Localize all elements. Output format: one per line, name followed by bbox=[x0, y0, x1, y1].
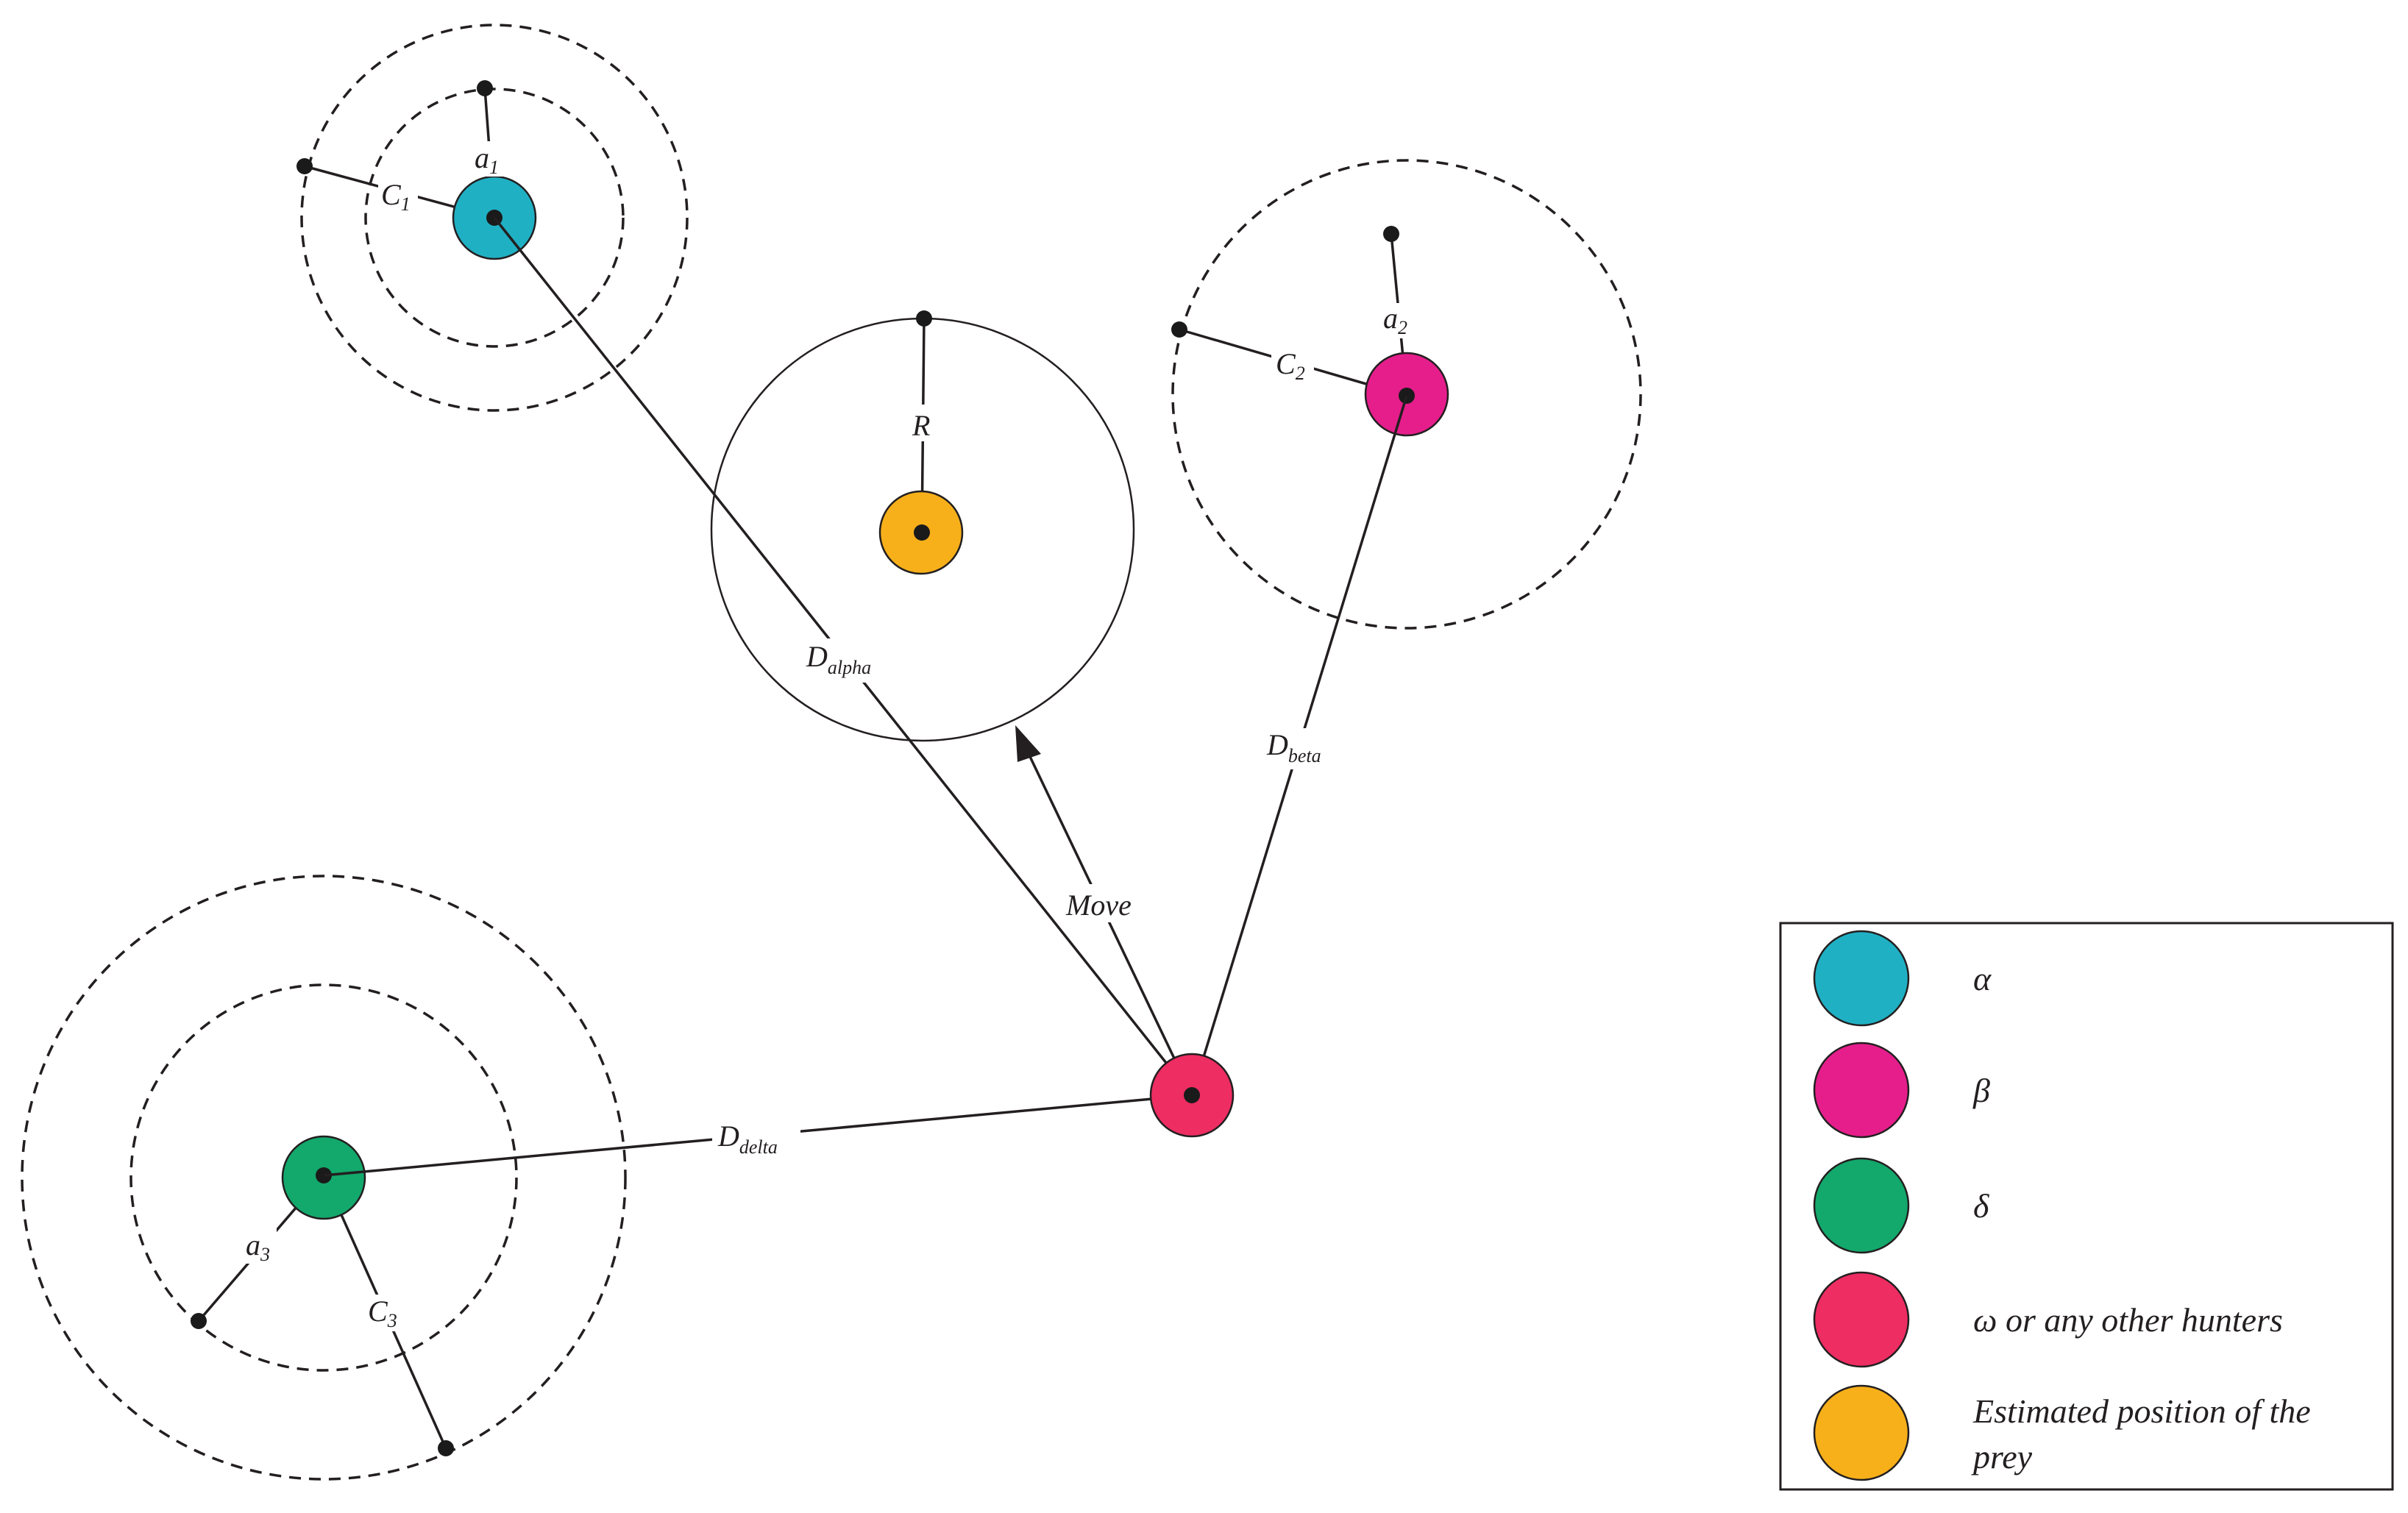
legend-swatch-alpha bbox=[1813, 930, 1910, 1027]
beta-a-label: a2 bbox=[1383, 302, 1407, 338]
legend-swatch-delta bbox=[1813, 1157, 1910, 1254]
d-beta-label-bg bbox=[1262, 728, 1345, 769]
delta-outer-ring bbox=[21, 875, 627, 1481]
beta-group: a2 C2 bbox=[1171, 159, 1642, 630]
d-alpha-label: Dalpha bbox=[806, 640, 871, 678]
beta-a-label-bg bbox=[1379, 303, 1416, 338]
move-label-bg bbox=[1059, 884, 1148, 922]
d-delta-label-bg bbox=[712, 1119, 800, 1161]
beta-c-label: C2 bbox=[1276, 347, 1305, 384]
delta-inner-ring bbox=[129, 983, 518, 1372]
d-alpha-label-bg bbox=[798, 638, 898, 683]
alpha-a-label: a1 bbox=[475, 141, 499, 178]
prey-center-dot bbox=[914, 524, 930, 541]
delta-c-endpoint bbox=[438, 1440, 454, 1456]
delta-c-label-bg bbox=[363, 1295, 406, 1331]
alpha-group: a1 C1 bbox=[296, 24, 689, 412]
beta-c-endpoint bbox=[1171, 321, 1187, 338]
prey-radius-label-bg bbox=[903, 405, 940, 441]
legend-label-delta: δ bbox=[1973, 1187, 1989, 1225]
beta-c-label-bg bbox=[1271, 347, 1314, 381]
prey-radius-endpoint bbox=[916, 310, 932, 327]
prey-radius-label: R bbox=[912, 409, 930, 442]
d-delta-label: Ddelta bbox=[717, 1119, 778, 1158]
delta-a-label: a3 bbox=[246, 1228, 270, 1265]
delta-c-label: C3 bbox=[368, 1295, 397, 1331]
legend-label-prey-line1: Estimated position of the bbox=[1972, 1392, 2311, 1430]
omega-group bbox=[1149, 1053, 1235, 1138]
beta-ring bbox=[1171, 159, 1642, 630]
distance-lines: Dalpha Dbeta Ddelta Move bbox=[323, 216, 1408, 1177]
delta-a-label-bg bbox=[241, 1228, 277, 1264]
legend-swatch-omega bbox=[1813, 1271, 1910, 1368]
d-beta-label: Dbeta bbox=[1266, 728, 1321, 766]
prey-group: R bbox=[710, 310, 1135, 742]
delta-a-endpoint bbox=[191, 1313, 207, 1329]
alpha-c-label-bg bbox=[378, 178, 418, 210]
alpha-outer-ring bbox=[300, 24, 689, 412]
alpha-a-endpoint bbox=[477, 80, 493, 96]
alpha-c-label: C1 bbox=[381, 178, 411, 215]
alpha-a-label-bg bbox=[468, 141, 505, 177]
legend-label-prey-line2: prey bbox=[1971, 1438, 2033, 1475]
move-label: Move bbox=[1065, 889, 1132, 922]
legend-label-omega: ω or any other hunters bbox=[1973, 1301, 2283, 1339]
alpha-inner-ring bbox=[364, 88, 625, 348]
move-arrowhead bbox=[1015, 725, 1041, 762]
legend-label-alpha: α bbox=[1973, 960, 1992, 997]
legend-swatch-beta bbox=[1813, 1042, 1910, 1139]
legend-label-beta: β bbox=[1972, 1072, 1990, 1109]
beta-a-endpoint bbox=[1383, 226, 1399, 242]
legend-swatch-prey bbox=[1813, 1384, 1910, 1481]
alpha-c-endpoint bbox=[296, 158, 313, 174]
delta-group: a3 C3 bbox=[21, 875, 627, 1481]
omega-center-dot bbox=[1184, 1087, 1200, 1103]
legend: α β δ ω or any other hunters Estimated p… bbox=[1779, 922, 2394, 1491]
